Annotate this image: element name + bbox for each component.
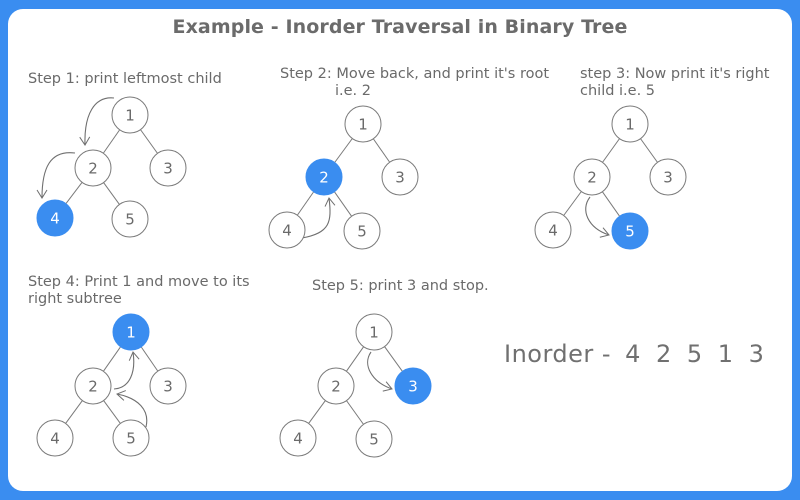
step-1-label: Step 1: print leftmost child	[28, 71, 222, 88]
tree-2-node-5: 5	[343, 212, 381, 250]
tree-4-node-3: 3	[149, 367, 187, 405]
tree-nodes: 1 2 3 4 5 1 2 3 4 5 1 2 3 4 5 1 2 3 4 5 1 2 3 4 5	[36, 96, 687, 458]
tree-5-edge-1-2	[345, 346, 365, 372]
tree-1-node-4-highlighted: 4	[36, 199, 74, 237]
tree-1-edge-1-2	[102, 129, 121, 154]
tree-5-node-4: 4	[279, 419, 317, 457]
tree-5-edge-1-3	[384, 346, 403, 372]
step-3-label-line-1: step 3: Now print it's right	[580, 66, 770, 82]
tree-4-node-2: 2	[74, 367, 112, 405]
step-5-arrow-1-to-3	[367, 351, 393, 392]
tree-3-edge-2-5	[601, 191, 621, 217]
step-4-label-line-2: right subtree	[28, 291, 122, 307]
svg-text:2: 2	[88, 378, 98, 396]
step-2-label: Step 2: Move back, and print it's root i…	[280, 66, 549, 100]
svg-text:3: 3	[408, 378, 418, 396]
svg-text:5: 5	[369, 431, 379, 449]
svg-text:3: 3	[163, 378, 173, 396]
svg-text:4: 4	[548, 222, 558, 240]
tree-4-edge-1-2	[102, 346, 122, 372]
svg-text:5: 5	[126, 430, 136, 448]
svg-text:2: 2	[319, 169, 329, 187]
tree-4-edge-2-5	[103, 400, 121, 424]
step-2-arrow-4-to-2	[301, 197, 336, 239]
tree-4-node-5: 5	[112, 419, 150, 457]
tree-5-node-2: 2	[317, 367, 355, 405]
page-title: Example - Inorder Traversal in Binary Tr…	[172, 16, 628, 38]
tree-5-node-5: 5	[355, 420, 393, 458]
tree-1-edge-2-5	[103, 182, 120, 205]
inorder-result-sequence: 4 2 5 1 3	[625, 340, 768, 368]
step-5-label: Step 5: print 3 and stop.	[312, 278, 489, 295]
tree-3-node-3: 3	[649, 158, 687, 196]
svg-text:5: 5	[357, 223, 367, 241]
tree-2-node-3: 3	[381, 158, 419, 196]
svg-text:4: 4	[50, 430, 60, 448]
step-3-label: step 3: Now print it's right child i.e. …	[580, 66, 770, 100]
tree-3-node-4: 4	[534, 211, 572, 249]
svg-text:1: 1	[126, 324, 136, 342]
tree-1-node-3: 3	[149, 149, 187, 187]
tree-2-node-1: 1	[344, 105, 382, 143]
svg-text:5: 5	[625, 223, 635, 241]
tree-2-edge-2-5	[333, 191, 353, 217]
svg-text:3: 3	[395, 169, 405, 187]
svg-text:5: 5	[125, 211, 135, 229]
tree-3-edge-1-2	[602, 138, 620, 163]
tree-5-edge-2-4	[308, 400, 326, 424]
tree-2-edge-2-4	[296, 191, 315, 216]
svg-text:4: 4	[282, 222, 292, 240]
tree-4-edge-1-3	[140, 346, 159, 372]
svg-text:1: 1	[358, 116, 368, 134]
step-4-label: Step 4: Print 1 and move to its right su…	[28, 274, 250, 308]
step-1-arrow-2-to-4	[36, 152, 76, 199]
tree-5-node-1: 1	[355, 313, 393, 351]
diagram-card	[8, 9, 792, 491]
inorder-result: Inorder - 4 2 5 1 3	[504, 340, 768, 368]
step-4-arrow-5-to-2	[116, 390, 148, 428]
svg-text:1: 1	[625, 116, 635, 134]
step-4-arrow-2-to-1	[113, 351, 140, 390]
tree-1-edge-2-4	[65, 182, 83, 204]
step-5-label-line-1: Step 5: print 3 and stop.	[312, 278, 489, 294]
tree-3-node-1: 1	[611, 105, 649, 143]
tree-2-edge-1-3	[372, 138, 391, 163]
tree-2-node-4: 4	[268, 211, 306, 249]
step-2-label-line-2: i.e. 2	[335, 83, 372, 99]
svg-text:3: 3	[663, 169, 673, 187]
tree-5-node-3-highlighted: 3	[394, 367, 432, 405]
svg-text:1: 1	[125, 107, 135, 125]
svg-text:3: 3	[163, 160, 173, 178]
step-2-label-line-1: Step 2: Move back, and print it's root	[280, 66, 550, 82]
tree-4-node-1-highlighted: 1	[112, 313, 150, 351]
tree-5-edge-2-5	[346, 400, 364, 425]
tree-1-node-5: 5	[111, 200, 149, 238]
tree-1-node-1: 1	[111, 96, 149, 134]
inorder-result-label: Inorder -	[504, 340, 612, 368]
step-1-arrow-1-to-2	[79, 97, 115, 146]
tree-3-node-2: 2	[573, 158, 611, 196]
step-3-arrow-2-to-5	[585, 196, 610, 238]
tree-4-edge-2-4	[65, 400, 83, 424]
tree-3-node-5-highlighted: 5	[611, 212, 649, 250]
svg-text:2: 2	[88, 160, 98, 178]
traversal-arrows	[36, 97, 610, 428]
tree-1-edge-1-3	[140, 129, 158, 154]
tree-3-edge-2-4	[563, 191, 582, 216]
tree-edges	[65, 129, 658, 425]
tree-1-node-2: 2	[74, 149, 112, 187]
svg-text:2: 2	[331, 378, 341, 396]
step-3-label-line-2: child i.e. 5	[580, 83, 656, 99]
svg-text:2: 2	[587, 169, 597, 187]
tree-4-node-4: 4	[36, 419, 74, 457]
step-4-label-line-1: Step 4: Print 1 and move to its	[28, 274, 250, 290]
tree-2-node-2-highlighted: 2	[305, 158, 343, 196]
step-1-label-line-1: Step 1: print leftmost child	[28, 71, 222, 87]
svg-text:4: 4	[293, 430, 303, 448]
svg-text:1: 1	[369, 324, 379, 342]
tree-3-edge-1-3	[640, 138, 658, 163]
tree-2-edge-1-2	[334, 138, 353, 163]
svg-text:4: 4	[50, 210, 60, 228]
